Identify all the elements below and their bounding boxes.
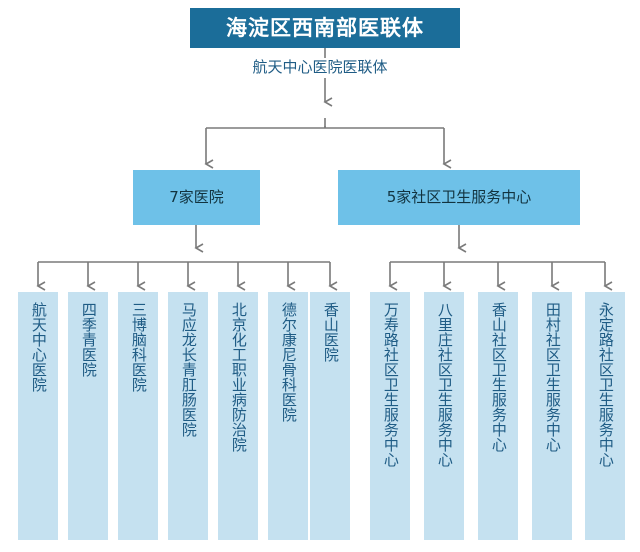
center-node[interactable]: 田村社区卫生服务中心 xyxy=(532,292,572,540)
branch-centers-label: 5家社区卫生服务中心 xyxy=(386,188,532,206)
hospital-label: 马应龙长青肛肠医院 xyxy=(179,302,198,437)
branch-hospitals-box[interactable]: 7家医院 xyxy=(133,170,260,225)
center-node[interactable]: 八里庄社区卫生服务中心 xyxy=(424,292,464,540)
branch-hospitals-label: 7家医院 xyxy=(169,188,224,206)
center-node[interactable]: 永定路社区卫生服务中心 xyxy=(585,292,625,540)
root-subtitle: 航天中心医院医联体 xyxy=(252,58,388,76)
hospital-node[interactable]: 四季青医院 xyxy=(68,292,108,540)
branch-centers-box[interactable]: 5家社区卫生服务中心 xyxy=(338,170,580,225)
hospital-label: 北京化工职业病防治院 xyxy=(229,302,248,452)
center-label: 八里庄社区卫生服务中心 xyxy=(435,302,454,467)
hospital-label: 三博脑科医院 xyxy=(129,302,148,392)
hospital-label: 航天中心医院 xyxy=(29,302,48,392)
hospital-label: 德尔康尼骨科医院 xyxy=(279,302,298,422)
center-label: 田村社区卫生服务中心 xyxy=(543,302,562,452)
hospital-node[interactable]: 北京化工职业病防治院 xyxy=(218,292,258,540)
hospital-node[interactable]: 马应龙长青肛肠医院 xyxy=(168,292,208,540)
center-label: 永定路社区卫生服务中心 xyxy=(596,302,615,467)
hospital-node[interactable]: 香山医院 xyxy=(310,292,350,540)
root-title-label: 海淀区西南部医联体 xyxy=(226,15,424,40)
center-node[interactable]: 香山社区卫生服务中心 xyxy=(478,292,518,540)
center-label: 香山社区卫生服务中心 xyxy=(489,302,508,452)
center-label: 万寿路社区卫生服务中心 xyxy=(381,302,400,467)
hospital-label: 香山医院 xyxy=(321,302,340,362)
hospital-node[interactable]: 航天中心医院 xyxy=(18,292,58,540)
hospital-node[interactable]: 德尔康尼骨科医院 xyxy=(268,292,308,540)
hospital-label: 四季青医院 xyxy=(79,302,98,377)
hospital-node[interactable]: 三博脑科医院 xyxy=(118,292,158,540)
center-node[interactable]: 万寿路社区卫生服务中心 xyxy=(370,292,410,540)
root-title-box: 海淀区西南部医联体 xyxy=(190,8,460,48)
